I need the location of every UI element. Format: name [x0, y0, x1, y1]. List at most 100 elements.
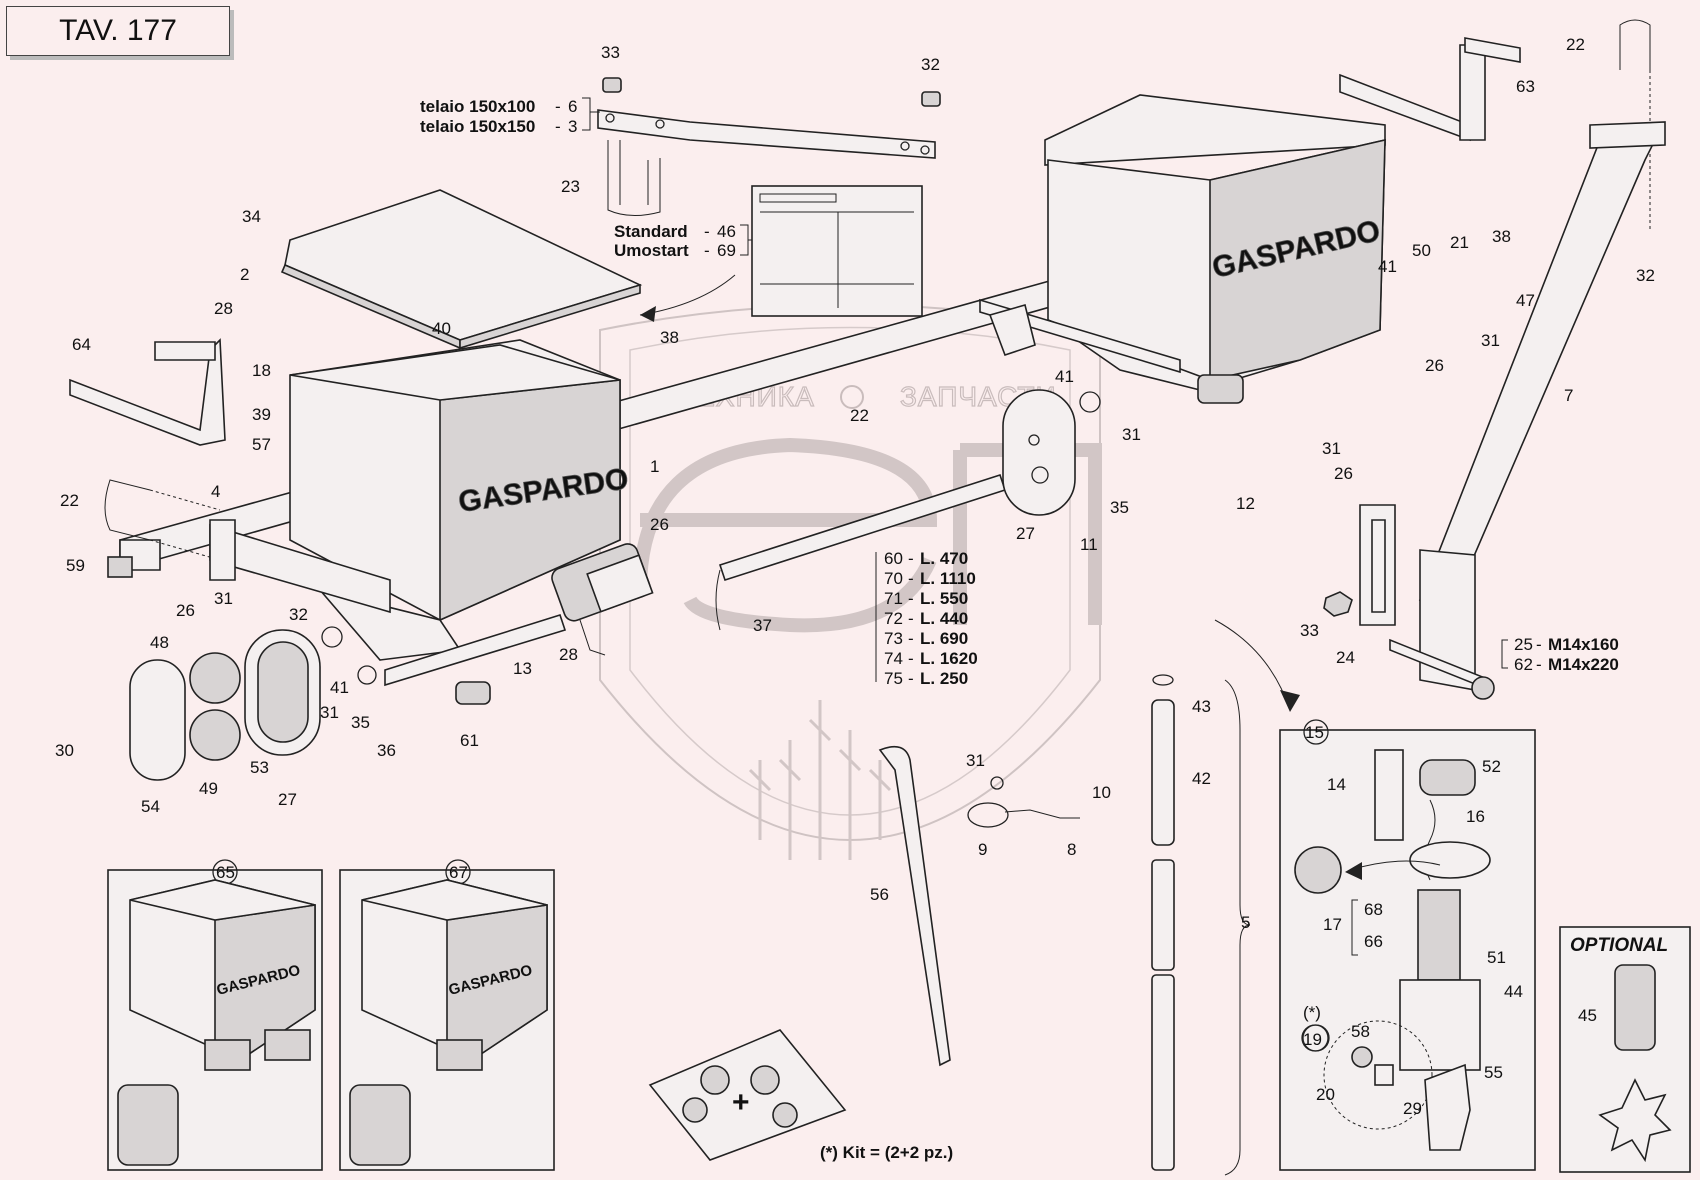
callout-44: 44 — [1504, 982, 1523, 1001]
decal-b-dash: - — [704, 241, 710, 260]
callout-26: 26 — [650, 515, 669, 534]
callout-18: 18 — [252, 361, 271, 380]
callout-23: 23 — [561, 177, 580, 196]
callout-45: 45 — [1578, 1006, 1597, 1025]
decal-labels: Standard - 46 Umostart - 69 — [614, 222, 752, 260]
callout-27: 27 — [1016, 524, 1035, 543]
svg-text:-: - — [908, 589, 914, 608]
left-drive-assembly — [129, 543, 654, 781]
callout-27: 27 — [278, 790, 297, 809]
frame-strap — [597, 77, 941, 216]
frame-a-dash: - — [555, 97, 561, 116]
hose-56 — [878, 745, 951, 1067]
callout-67: 67 — [449, 863, 468, 882]
svg-text:-: - — [1536, 635, 1542, 654]
callout-34: 34 — [242, 207, 261, 226]
callout-42: 42 — [1192, 769, 1211, 788]
frame-b-text: telaio 150x150 — [420, 117, 535, 136]
callout-4: 4 — [211, 482, 220, 501]
svg-text:70: 70 — [884, 569, 903, 588]
inset-67: GASPARDO — [339, 859, 555, 1171]
callout-49: 49 — [199, 779, 218, 798]
callout-47: 47 — [1516, 291, 1535, 310]
arm-7 — [1418, 121, 1666, 691]
callout-circles — [1302, 899, 1358, 1052]
svg-text:L. 690: L. 690 — [920, 629, 968, 648]
callout-57: 57 — [252, 435, 271, 454]
callout-33: 33 — [1300, 621, 1319, 640]
shaft-row: 60-L. 470 — [884, 549, 968, 568]
callout-43: 43 — [1192, 697, 1211, 716]
callout-11: 11 — [1080, 535, 1098, 554]
decal-a-dash: - — [704, 222, 710, 241]
decal-b-num: 69 — [717, 241, 736, 260]
gear-icon — [840, 385, 864, 409]
shaft-row: 73-L. 690 — [884, 629, 968, 648]
frame-a-text: telaio 150x100 — [420, 97, 535, 116]
callout-41: 41 — [1378, 257, 1397, 276]
callout-55: 55 — [1484, 1063, 1503, 1082]
callout-54: 54 — [141, 797, 160, 816]
callout-30: 30 — [55, 741, 74, 760]
callout-2: 2 — [240, 265, 249, 284]
callout-13: 13 — [513, 659, 532, 678]
svg-text:L. 1620: L. 1620 — [920, 649, 978, 668]
callout-16: 16 — [1466, 807, 1485, 826]
svg-text:L. 440: L. 440 — [920, 609, 968, 628]
callout-41: 41 — [1055, 367, 1074, 386]
callout-65: 65 — [216, 863, 235, 882]
callout-35: 35 — [351, 713, 370, 732]
mounting-plate-4 — [107, 519, 391, 614]
callout-35: 35 — [1110, 498, 1129, 517]
shaft-row: 70-L. 1110 — [884, 569, 976, 588]
bolt-b-spec: M14x220 — [1548, 655, 1619, 674]
callout-61: 61 — [460, 731, 479, 750]
kit-label: (*) Kit = (2+2 pz.) — [820, 1143, 953, 1162]
bolt-a-num: 25 — [1514, 635, 1533, 654]
callout-37: 37 — [753, 616, 772, 635]
svg-text:60: 60 — [884, 549, 903, 568]
rod-9 — [967, 776, 1080, 828]
callout-41: 41 — [330, 678, 349, 697]
callout-36: 36 — [377, 741, 396, 760]
frame-a-num: 6 — [568, 97, 577, 116]
decal-a-num: 46 — [717, 222, 736, 241]
bracket-24 — [1323, 504, 1495, 700]
bolt-spec-labels: 25 - M14x160 62 - M14x220 — [1501, 635, 1619, 674]
part-callouts: 33 32 23 34 2 28 40 18 39 57 64 38 22 4 … — [55, 35, 1655, 1118]
optional-label: OPTIONAL — [1570, 935, 1668, 956]
callout-51: 51 — [1487, 948, 1506, 967]
svg-text:73: 73 — [884, 629, 903, 648]
callout-29: 29 — [1403, 1099, 1422, 1118]
kit-bag: + — [648, 1029, 847, 1161]
shaft-row: 74-L. 1620 — [884, 649, 978, 668]
table-title: TAV. 177 — [6, 6, 230, 56]
callout-17: 17 — [1323, 915, 1342, 934]
decal-b-text: Umostart — [614, 241, 689, 260]
right-drive-housing — [1002, 389, 1101, 516]
callout-50: 50 — [1412, 241, 1431, 260]
bolt-b-num: 62 — [1514, 655, 1533, 674]
u-bolt-left — [104, 479, 221, 561]
assembly-arrows — [1214, 619, 1441, 880]
callout-40: 40 — [432, 319, 451, 338]
callout-26: 26 — [176, 601, 195, 620]
callout-24: 24 — [1336, 648, 1355, 667]
callout-22: 22 — [60, 491, 79, 510]
callout-31: 31 — [966, 751, 985, 770]
callout-38: 38 — [1492, 227, 1511, 246]
callout-15: 15 — [1305, 723, 1324, 742]
frame-b-dash: - — [555, 117, 561, 136]
callout-31: 31 — [1122, 425, 1141, 444]
callout-8: 8 — [1067, 840, 1076, 859]
callout-66: 66 — [1364, 932, 1383, 951]
callout-14: 14 — [1327, 775, 1346, 794]
callout-31: 31 — [1481, 331, 1500, 350]
kit-plus-sign: + — [732, 1086, 750, 1119]
svg-text:L. 1110: L. 1110 — [920, 569, 976, 588]
kit-asterisk: (*) — [1303, 1003, 1321, 1022]
callout-21: 21 — [1450, 233, 1469, 252]
svg-text:-: - — [908, 609, 914, 628]
svg-text:-: - — [908, 569, 914, 588]
